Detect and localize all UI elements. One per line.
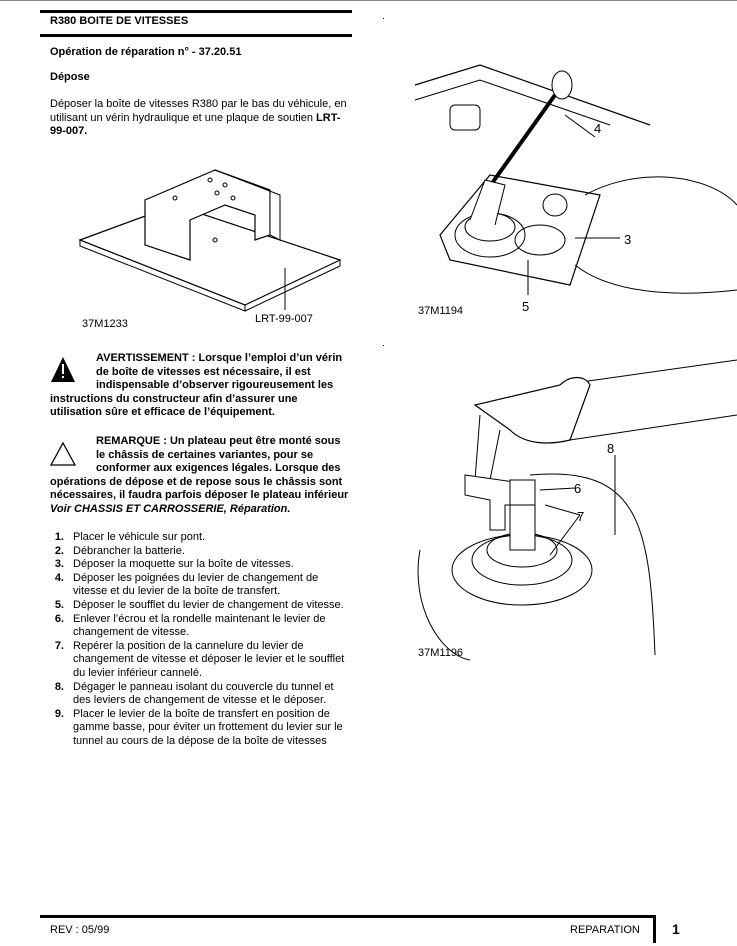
header-rule-top [40,10,352,13]
step-text: Déposer le soufflet du levier de changem… [73,598,344,611]
figure-code: 37M1233 [82,318,128,330]
tool-reference: LRT-99-007. [50,111,341,138]
step-number: 6. [54,612,64,625]
step-text: Déposer la moquette sur la boîte de vite… [73,558,294,571]
procedure-steps: 1. Placer le véhicule sur pont. 2. Débranc… [50,531,350,749]
step-item: 2. Débrancher la batterie. [50,545,350,559]
step-number: 8. [54,680,64,693]
note-box: REMARQUE : Un plateau peut être monté so… [50,435,352,516]
step-text: Enlever l’écrou et la rondelle maintenan… [73,612,326,639]
step-text: Repérer la position de la cannelure du l… [73,639,345,679]
step-number: 1. [54,531,64,543]
warning-box: AVERTISSEMENT : Lorsque l’emploi d’un vé… [50,352,352,420]
step-item: 8. Dégager le panneau isolant du couvercl… [50,681,350,708]
callout-6: 6 [574,481,582,496]
step-text: Débrancher la batterie. [73,544,185,557]
step-item: 4. Déposer les poignées du levier de chan… [50,572,350,599]
callout-4: 4 [594,121,602,136]
step-text: Placer le levier de la boîte de transfer… [73,707,343,747]
revision-label: REV : 05/99 [50,924,110,936]
footer-rule [40,915,656,918]
step-text: Placer le véhicule sur pont. [73,531,206,543]
margin-mark [383,18,384,19]
step-item: 5. Déposer le soufflet du levier de chang… [50,599,350,613]
step-number: 3. [54,558,64,571]
footer-section: REPARATION [570,924,640,936]
step-number: 7. [54,639,64,652]
intro-paragraph: Déposer la boîte de vitesses R380 par le… [50,98,352,139]
step-item: 1. Placer le véhicule sur pont. [50,531,350,545]
margin-mark [383,345,384,346]
figure-code: 37M1194 [418,305,464,317]
step-number: 2. [54,544,64,557]
operation-number: Opération de réparation n° - 37.20.51 [50,46,242,58]
header-rule-bottom [40,34,352,37]
step-item: 6. Enlever l’écrou et la rondelle mainten… [50,613,350,640]
section-heading: Dépose [50,71,90,83]
callout-7: 7 [577,509,585,524]
step-item: 7. Repérer la position de la cannelure du… [50,640,350,681]
page-title: R380 BOITE DE VITESSES [50,15,189,27]
step-number: 5. [54,598,64,611]
note-triangle-outline-icon [50,441,77,466]
note-text: REMARQUE : Un plateau peut être monté so… [50,435,349,501]
warning-triangle-filled-icon [51,357,75,382]
support-plate-illustration [78,169,342,312]
figure-code: 37M1196 [418,647,464,659]
warning-text: AVERTISSEMENT : Lorsque l’emploi d’un vé… [50,352,343,418]
page-number: 1 [672,921,680,937]
tool-label: LRT-99-007 [255,313,313,325]
step-text: Dégager le panneau isolant du couvercle … [73,680,334,707]
callout-3: 3 [624,232,632,247]
footer-divider [653,915,656,943]
callout-8: 8 [607,441,615,456]
step-item: 3. Déposer la moquette sur la boîte de vi… [50,558,350,572]
top-border [0,0,737,1]
step-number: 9. [54,707,64,720]
intro-text: Déposer la boîte de vitesses R380 par le… [50,98,347,124]
step-item: 9. Placer le levier de la boîte de transf… [50,708,350,749]
step-text: Déposer les poignées du levier de change… [73,571,319,598]
step-number: 4. [54,571,64,584]
cross-reference-link[interactable]: Voir CHASSIS ET CARROSSERIE, Réparation. [50,502,291,515]
callout-5: 5 [522,299,530,314]
gear-lever-nut-illustration [417,359,737,661]
gear-lever-console-illustration [414,64,737,295]
